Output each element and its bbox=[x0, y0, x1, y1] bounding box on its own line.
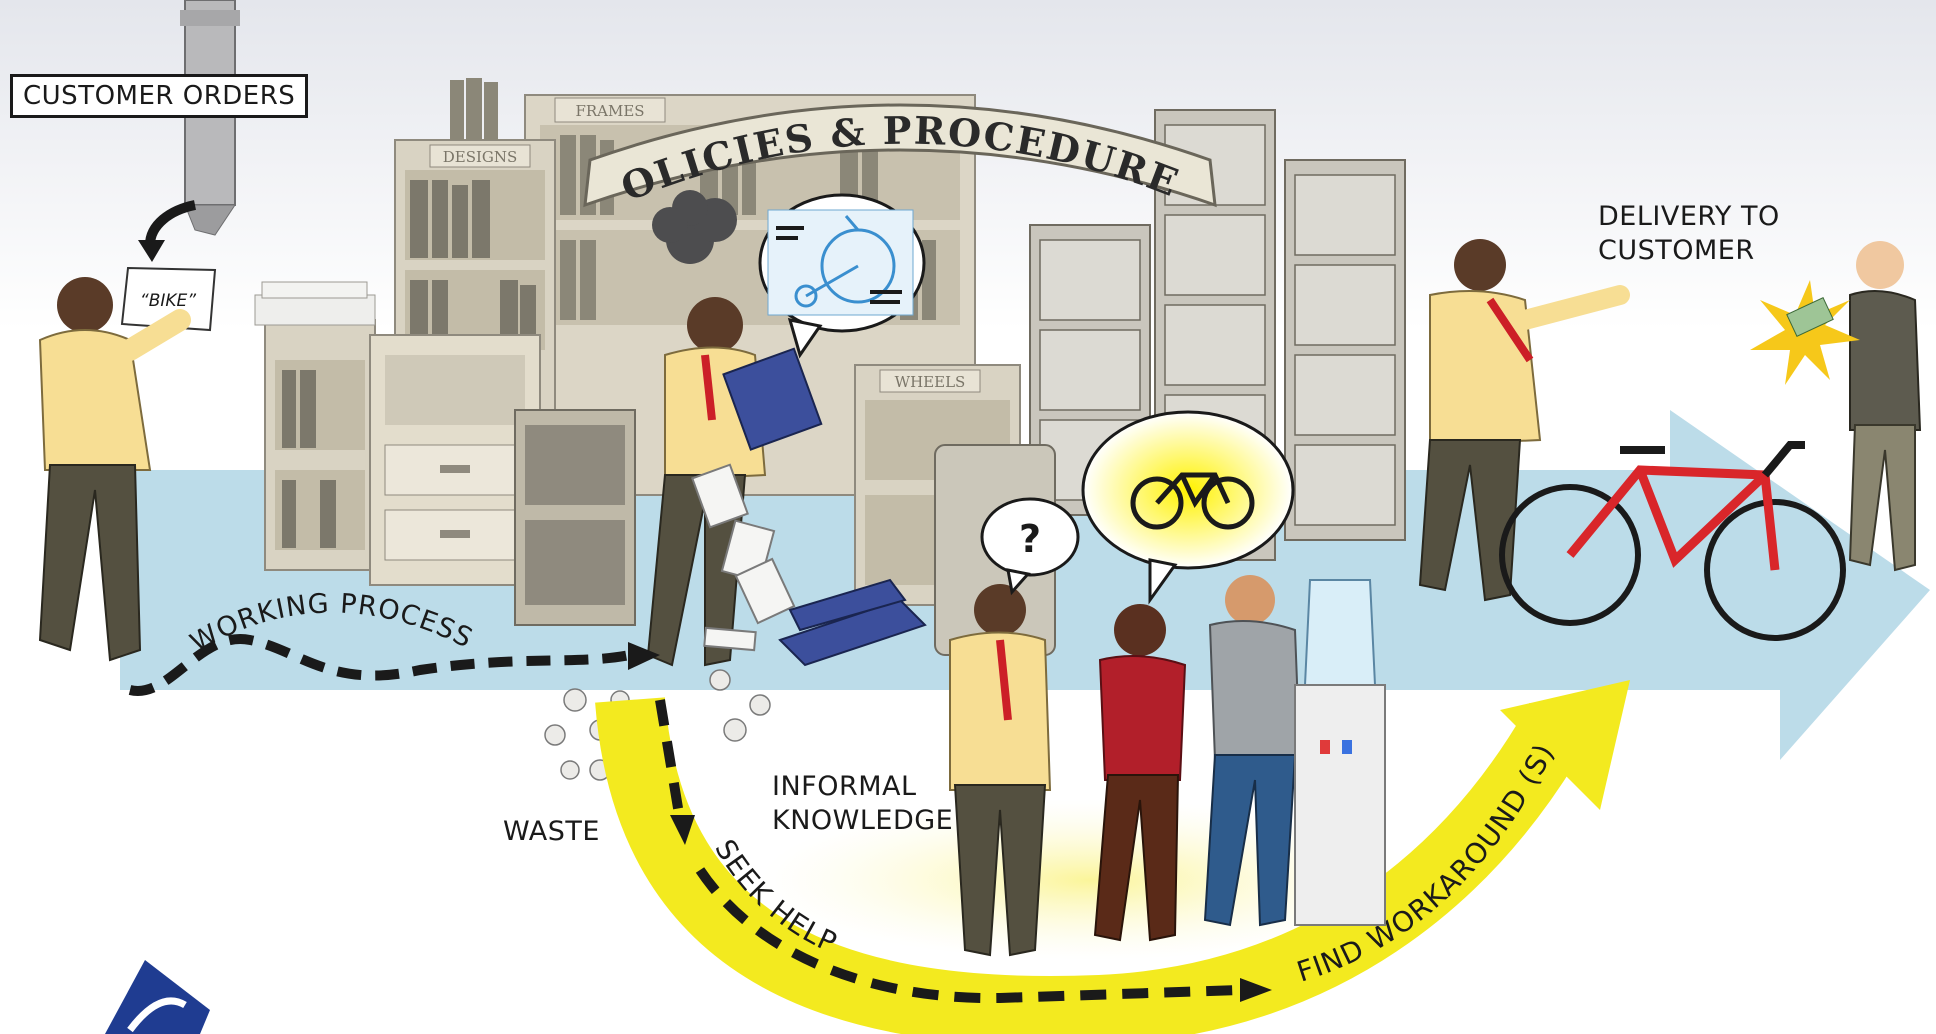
smoke-cloud bbox=[652, 190, 737, 264]
penny-farthing-icon bbox=[794, 215, 896, 308]
curved-arrow-icon bbox=[145, 200, 197, 246]
customer bbox=[1848, 241, 1922, 572]
bicycle-icon bbox=[1130, 472, 1255, 530]
bike-sign: “BIKE” bbox=[120, 266, 217, 332]
informal-knowledge-label: INFORMAL KNOWLEDGE bbox=[772, 770, 953, 838]
logo-icon bbox=[105, 960, 210, 1034]
waste-label: WASTE bbox=[503, 816, 600, 847]
water-cooler-icon bbox=[1294, 579, 1386, 926]
money-icon bbox=[1750, 280, 1860, 385]
roll-top-desk bbox=[369, 334, 541, 586]
floor-glow bbox=[760, 800, 1420, 960]
delivery-line-2: CUSTOMER bbox=[1598, 235, 1755, 266]
question-mark: ? bbox=[1019, 517, 1041, 561]
shelf-label-frames: FRAMES bbox=[575, 102, 644, 120]
shelf-label-wheels: WHEELS bbox=[895, 373, 966, 391]
question-bubble: ? bbox=[980, 497, 1080, 596]
worker-with-binder bbox=[646, 297, 823, 667]
binders-pile bbox=[778, 578, 927, 667]
idea-bubble bbox=[1081, 410, 1295, 605]
thought-bubble-blueprint bbox=[758, 193, 926, 359]
bookshelf-left bbox=[254, 281, 376, 571]
delivery-line-1: DELIVERY TO bbox=[1598, 201, 1780, 232]
svg-text:“BIKE”: “BIKE” bbox=[140, 291, 196, 311]
shelf-label-designs: DESIGNS bbox=[443, 148, 518, 166]
informal-line-2: KNOWLEDGE bbox=[772, 805, 954, 836]
helpful-coworker bbox=[1093, 604, 1187, 942]
confused-worker bbox=[949, 584, 1052, 957]
customer-orders-label: CUSTOMER ORDERS bbox=[10, 74, 309, 118]
delivery-to-customer-label: DELIVERY TO CUSTOMER bbox=[1598, 200, 1780, 268]
delivering-worker bbox=[1418, 239, 1630, 602]
informal-line-1: INFORMAL bbox=[772, 771, 917, 802]
small-bookshelf bbox=[514, 409, 636, 626]
falling-papers bbox=[691, 463, 796, 652]
water-cooler-worker bbox=[1203, 575, 1302, 927]
bicycle bbox=[1499, 441, 1846, 641]
worker-reading-order bbox=[38, 277, 191, 662]
